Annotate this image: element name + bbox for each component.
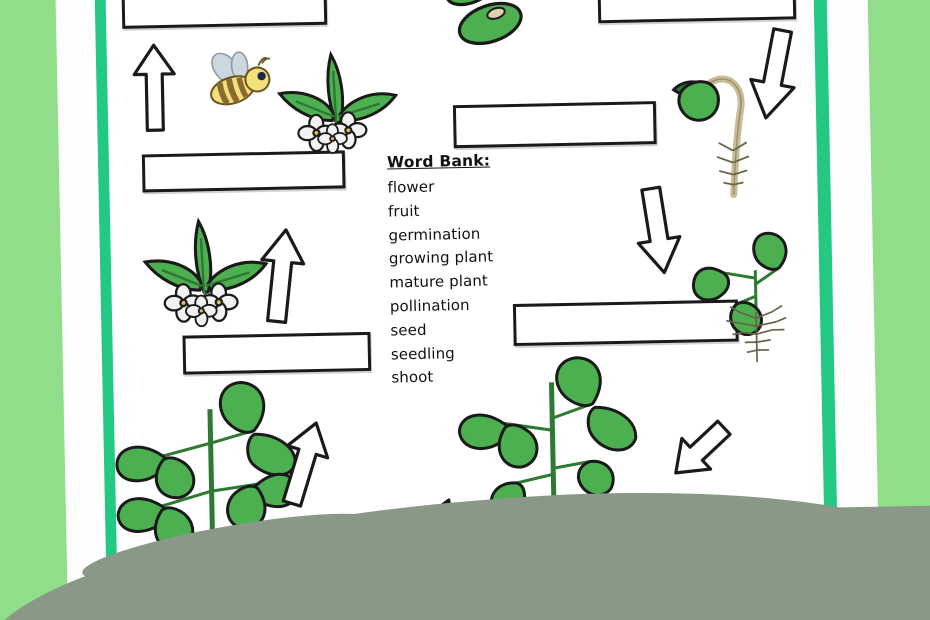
arrow-up-bottom-left <box>274 417 334 510</box>
word-bank-item-growing-plant: growing plant <box>388 247 494 268</box>
seeds-beans-illustration <box>431 0 563 75</box>
blank-upper-center[interactable] <box>452 101 657 149</box>
word-bank-item-fruit: fruit <box>387 201 420 221</box>
flowering-plant-top-illustration <box>273 49 400 154</box>
seedling-roots-illustration <box>682 225 805 367</box>
arrow-down-bottom-right <box>666 413 733 488</box>
blank-top-left[interactable] <box>121 0 328 29</box>
flowering-plant-left-illustration <box>138 209 270 330</box>
arrow-up-mid-left <box>254 225 308 326</box>
word-bank-item-flower: flower <box>387 177 435 197</box>
word-bank-item-germination: germination <box>388 224 481 245</box>
germinating-seed-illustration <box>667 66 770 218</box>
word-bank: Word Bank: flower fruit germination grow… <box>387 151 496 390</box>
arrow-down-right <box>632 184 684 277</box>
word-bank-item-pollination: pollination <box>389 295 470 316</box>
word-bank-item-mature-plant: mature plant <box>389 271 489 292</box>
word-bank-title: Word Bank: <box>386 151 491 172</box>
blank-top-right[interactable] <box>597 0 797 24</box>
blank-upper-left[interactable] <box>141 150 346 193</box>
word-bank-item-seed: seed <box>390 320 427 340</box>
arrow-up-top-left <box>131 42 179 135</box>
arrow-down-top-right <box>746 25 802 122</box>
bee-illustration <box>201 51 282 118</box>
blank-mid-left[interactable] <box>182 331 372 375</box>
